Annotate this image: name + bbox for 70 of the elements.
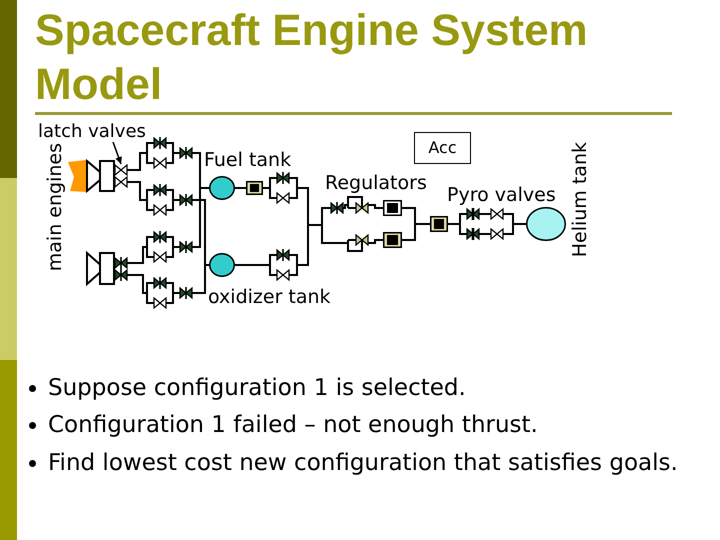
pipe-line — [503, 223, 526, 235]
pipe-line — [166, 199, 180, 211]
part-label: oxidizer tank — [208, 286, 331, 308]
part-label: Helium tank — [569, 142, 591, 258]
valve-symbol — [154, 251, 166, 263]
pipe-line — [127, 152, 154, 171]
pipe-line — [368, 204, 383, 209]
valve-symbol — [115, 269, 127, 281]
valve-symbol — [180, 287, 192, 299]
engine-nozzle — [86, 252, 115, 285]
part-label: Regulators — [325, 172, 427, 194]
valve-symbol — [154, 184, 166, 196]
pipe-line — [192, 199, 209, 266]
pipe-line — [166, 292, 180, 304]
valve-symbol — [467, 208, 479, 220]
callout-label: latch valves — [38, 121, 150, 142]
pipe-line — [235, 187, 246, 189]
valve-symbol — [154, 231, 166, 243]
slide-title: Spacecraft Engine System Model — [35, 5, 589, 111]
pipe-line — [402, 223, 430, 241]
bullet-text: Find lowest cost new configuration that satisfies goals. — [48, 449, 678, 477]
pipe-line — [166, 246, 180, 258]
valve-symbol — [348, 234, 368, 252]
valve-symbol — [115, 176, 127, 188]
valve-symbol — [277, 192, 289, 204]
valve-symbol — [180, 147, 192, 159]
pipe-line — [263, 187, 277, 199]
bullet-text: Suppose configuration 1 is selected. — [48, 374, 466, 402]
valve-symbol — [154, 157, 166, 169]
regulator-symbol — [383, 200, 402, 216]
valve-symbol — [467, 228, 479, 240]
pipe-line — [448, 223, 467, 235]
valve-symbol — [154, 204, 166, 216]
pipe-line — [479, 213, 491, 215]
valve-symbol — [154, 137, 166, 149]
valve-symbol — [115, 164, 127, 176]
regulator-symbol — [246, 181, 263, 195]
part-label: Fuel tank — [204, 149, 292, 171]
pipe-line — [479, 233, 491, 235]
valve-symbol — [277, 172, 289, 184]
regulator-symbol — [430, 216, 448, 232]
engine-nozzle — [68, 160, 115, 192]
pipe-line — [127, 246, 154, 264]
valve-symbol — [277, 269, 289, 281]
pipe-line — [166, 152, 180, 164]
regulator-symbol — [383, 232, 402, 248]
valve-symbol — [154, 277, 166, 289]
tank-ellipse — [209, 176, 235, 200]
pipe-line — [192, 264, 209, 294]
valve-symbol — [491, 228, 503, 240]
valve-symbol — [180, 241, 192, 253]
leader-arrow — [112, 142, 122, 164]
tank-ellipse — [526, 207, 566, 241]
pipe-line — [192, 187, 209, 248]
valve-symbol — [154, 297, 166, 309]
part-label: main engines — [44, 143, 66, 272]
valve-symbol — [115, 257, 127, 269]
valve-symbol — [331, 202, 343, 214]
pipe-line — [368, 239, 383, 244]
valve-symbol — [348, 196, 368, 214]
pipe-line — [127, 181, 154, 211]
label-box: Acc — [414, 132, 471, 164]
valve-symbol — [180, 194, 192, 206]
bullet-text: Configuration 1 failed – not enough thrust. — [48, 411, 538, 439]
pipe-line — [127, 274, 154, 304]
valve-symbol — [491, 208, 503, 220]
part-label: Pyro valves — [447, 184, 556, 206]
tank-ellipse — [209, 253, 235, 277]
pipe-line — [235, 264, 277, 276]
valve-symbol — [277, 249, 289, 261]
